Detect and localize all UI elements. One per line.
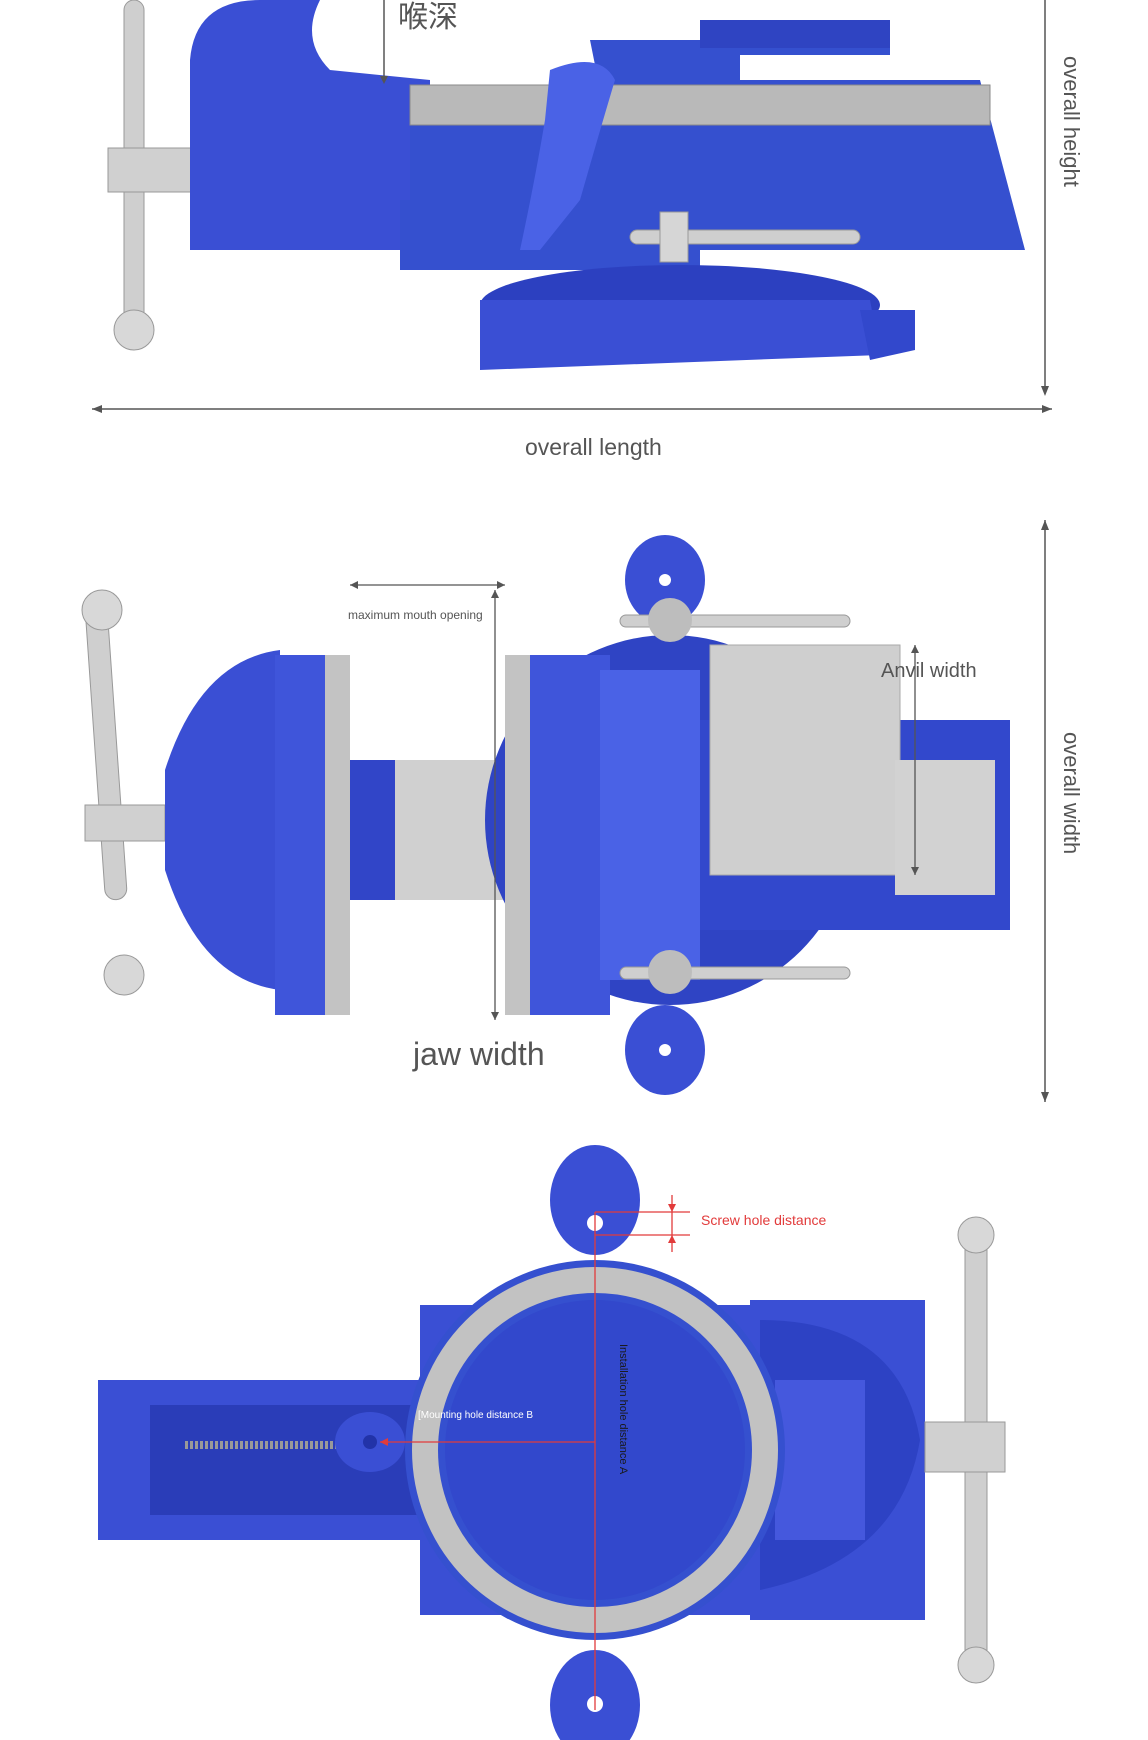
max-mouth-opening-label: maximum mouth opening bbox=[348, 608, 483, 622]
overall-height-label: overall height bbox=[1059, 56, 1084, 187]
side-view-panel: 喉深 overall height overall length bbox=[0, 0, 1148, 520]
overall-width-label: overall width bbox=[1059, 732, 1084, 855]
top-view-illustration bbox=[81, 520, 1049, 1102]
screw-hole-distance-label: Screw hole distance bbox=[701, 1212, 827, 1228]
throat-depth-label: 喉深 bbox=[398, 1, 458, 34]
mounting-hole-distance-b-label: [Mounting hole distance B bbox=[418, 1410, 534, 1421]
side-view-illustration bbox=[92, 0, 1052, 413]
jaw-width-label: jaw width bbox=[413, 1036, 545, 1072]
overall-length-label: overall length bbox=[525, 434, 662, 460]
bottom-view-illustration bbox=[98, 1145, 1006, 1740]
installation-hole-distance-a-label: Installation hole distance A bbox=[617, 1344, 629, 1475]
bottom-view-panel: Screw hole distance [Mounting hole dista… bbox=[0, 1120, 1148, 1740]
top-view-panel: maximum mouth opening Anvil width overal… bbox=[0, 520, 1148, 1120]
anvil-width-label: Anvil width bbox=[881, 660, 977, 682]
